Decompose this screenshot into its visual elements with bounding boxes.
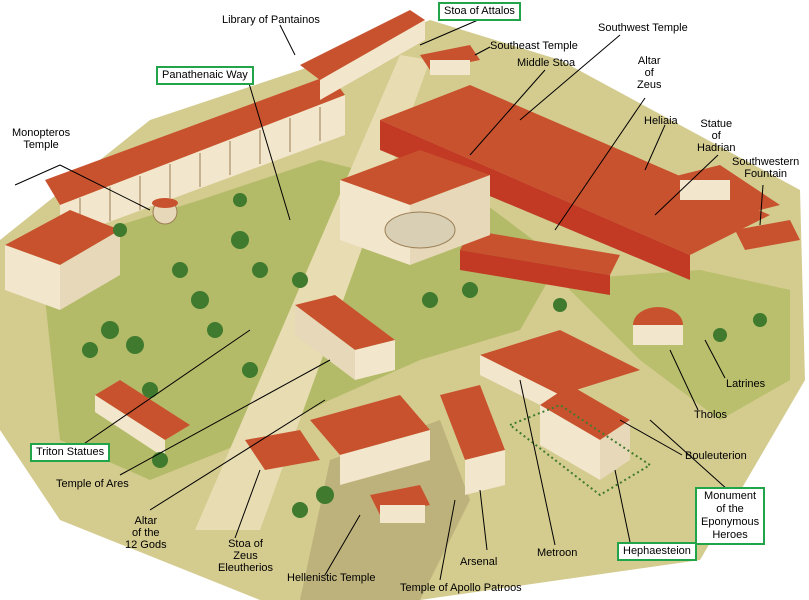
stoa-of-zeus-building <box>245 395 430 485</box>
label-altar-of-12-gods: Altar of the 12 Gods <box>125 515 167 551</box>
left-complex-building <box>5 210 120 310</box>
stoa-of-attalos-building <box>45 75 345 240</box>
label-southeast-temple: Southeast Temple <box>490 40 578 52</box>
label-panathenaic-way: Panathenaic Way <box>156 66 254 85</box>
label-southwestern-fountain: Southwestern Fountain <box>732 156 800 180</box>
label-bouleuterion: Bouleuterion <box>685 450 747 462</box>
label-latrines: Latrines <box>726 378 766 390</box>
temple-of-ares-building <box>295 295 395 380</box>
triton-building <box>95 380 190 440</box>
label-monopteros-temple: Monopteros Temple <box>12 127 71 151</box>
label-temple-of-apollo-patroos: Temple of Apollo Patroos <box>400 582 522 594</box>
south-stoa-building <box>460 230 620 275</box>
hephaesteion-building <box>540 385 630 480</box>
label-heliaia: Heliaia <box>644 115 678 127</box>
metroon-building <box>480 330 640 415</box>
label-triton-statues: Triton Statues <box>30 443 111 462</box>
label-arsenal: Arsenal <box>460 556 498 568</box>
label-hellenistic-temple: Hellenistic Temple <box>287 572 376 584</box>
label-altar-of-zeus: Altar of Zeus <box>637 55 662 91</box>
label-library-of-pantainos: Library of Pantainos <box>222 14 320 26</box>
leader-lines <box>14 13 764 581</box>
label-statue-of-hadrian: Statue of Hadrian <box>697 118 736 154</box>
label-tholos: Tholos <box>694 409 728 421</box>
label-monument-eponymous-heroes: Monument of the Eponymous Heroes <box>695 487 766 545</box>
label-hephaesteion: Hephaesteion <box>617 542 697 561</box>
middle-stoa-building <box>380 85 770 280</box>
arsenal-building <box>440 385 505 495</box>
label-stoa-of-attalos: Stoa of Attalos <box>438 2 521 21</box>
southwestern-fountain-building <box>735 220 800 250</box>
label-temple-of-ares: Temple of Ares <box>56 478 129 490</box>
library-of-pantainos-building <box>300 10 425 80</box>
hephaesteion-precinct <box>508 403 652 497</box>
label-southwest-temple: Southwest Temple <box>598 22 688 34</box>
label-stoa-of-zeus-eleutherios: Stoa of Zeus Eleutherios <box>218 538 274 574</box>
trees <box>82 193 767 518</box>
odeion-building <box>340 150 490 265</box>
label-metroon: Metroon <box>537 547 578 559</box>
label-middle-stoa: Middle Stoa <box>517 57 576 69</box>
